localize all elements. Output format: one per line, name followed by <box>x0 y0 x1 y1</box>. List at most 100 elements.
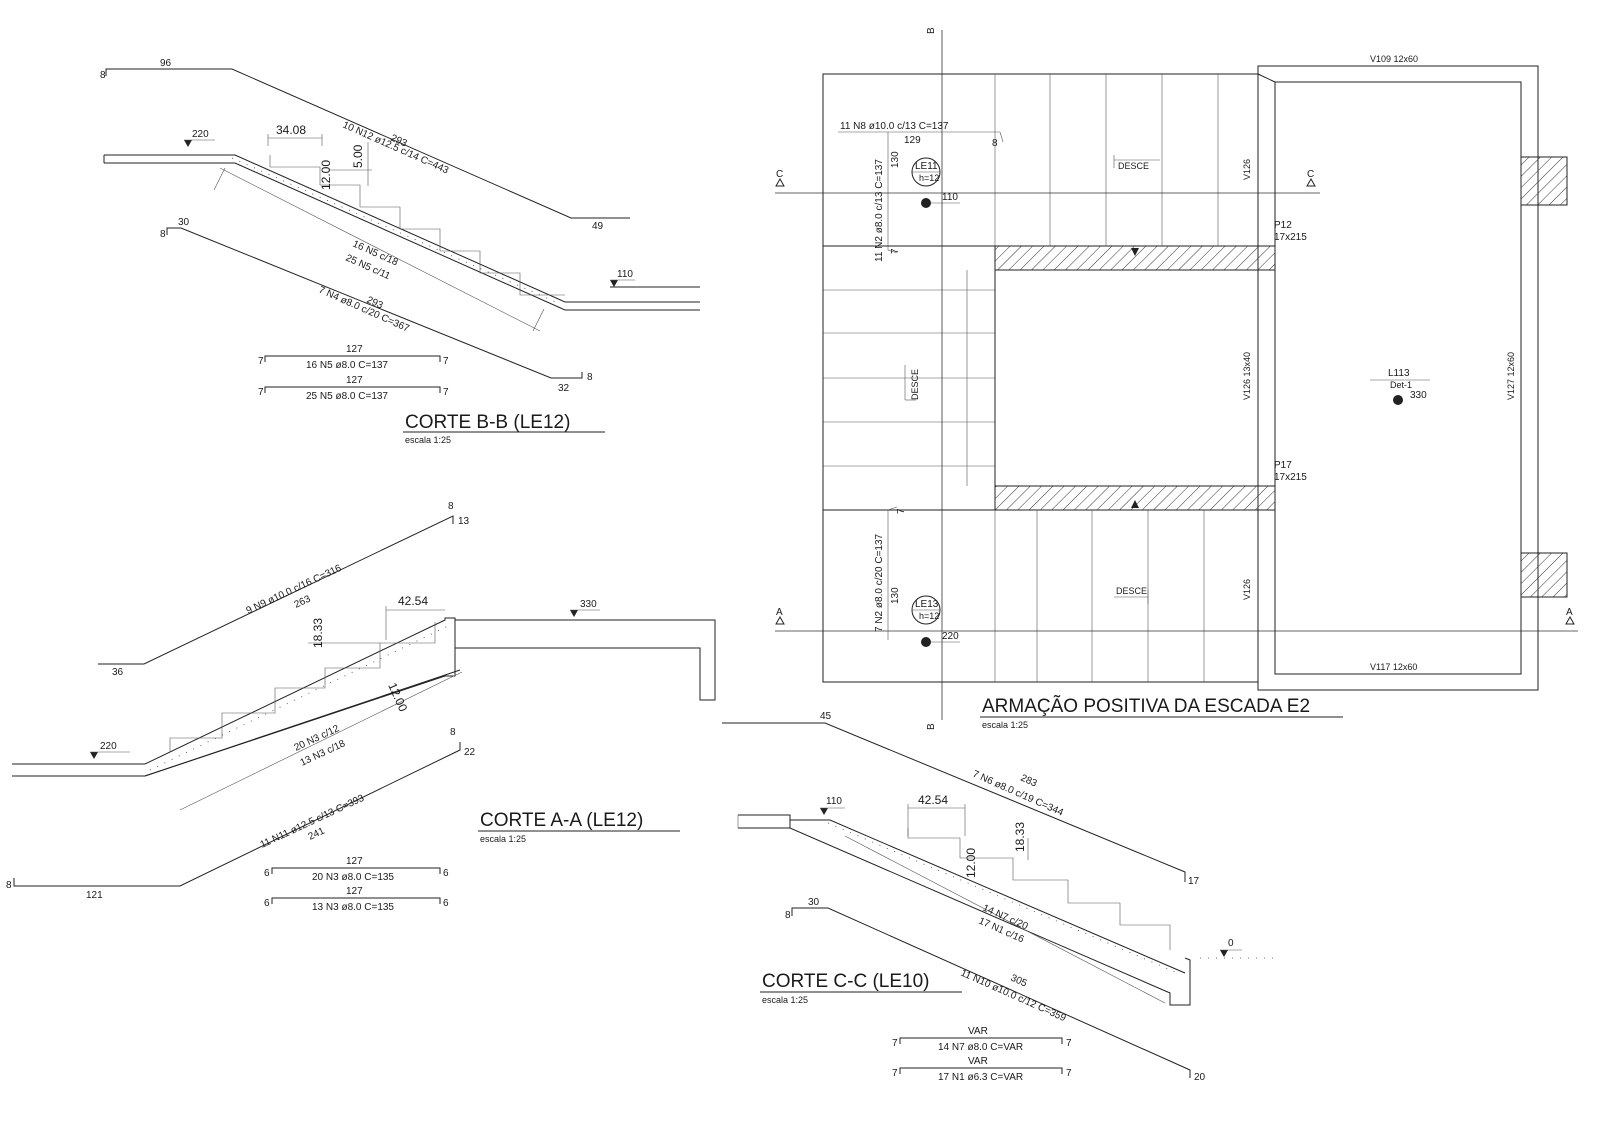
desce-left: DESCE <box>910 369 920 400</box>
cc-top-left-len: 45 <box>820 711 832 722</box>
rebar-n2-top-hook: 7 <box>890 248 901 254</box>
axis-b-top: B <box>926 27 937 34</box>
bb-scale: escala 1:25 <box>405 435 451 445</box>
bb-sched-1-hook-r: 7 <box>443 356 449 367</box>
bb-sched-1-hook-l: 7 <box>258 356 264 367</box>
aa-thick-dim: 12.00 <box>385 681 410 714</box>
bb-bot-bar-label: 7 N4 ø8.0 c/20 C=367 <box>317 285 412 335</box>
plan-title: ARMAÇÃO POSITIVA DA ESCADA E2 <box>982 695 1310 717</box>
beam-v117: V117 12x60 <box>1370 662 1417 672</box>
aa-level-right: 330 <box>580 599 597 610</box>
level-marker-icon <box>90 752 98 759</box>
bb-bot-left-len: 30 <box>178 217 190 228</box>
rebar-n2-bot-hook: 7 <box>896 508 907 514</box>
bb-top-right-len: 49 <box>592 221 604 232</box>
level-marker-icon <box>820 808 828 815</box>
cc-sched-1-hook-l: 7 <box>892 1038 898 1049</box>
le13-level: 220 <box>942 631 959 642</box>
bb-title: CORTE B-B (LE12) <box>405 412 570 433</box>
axis-a-right: A <box>1566 607 1573 618</box>
l113-level: 330 <box>1410 390 1427 401</box>
cc-step-dim: 42.54 <box>918 793 948 807</box>
aa-top-bottom-len: 36 <box>112 667 124 678</box>
cc-bot-right-len: 20 <box>1194 1072 1206 1083</box>
pillar-p17-size: 17x215 <box>1274 472 1307 483</box>
rebar-n2-bot-label: 7 N2 ø8.0 c/20 C=137 <box>874 533 885 632</box>
axis-c-right: C <box>1307 169 1314 180</box>
cc-sched-1-len: VAR <box>968 1026 988 1037</box>
aa-scale: escala 1:25 <box>480 834 526 844</box>
cc-sched-1-hook-r: 7 <box>1066 1038 1072 1049</box>
section-bb: 8 96 49 10 N12 ø12.5 c/14 C=443 293 34.0… <box>100 58 700 445</box>
cc-sched-1-label: 14 N7 ø8.0 C=VAR <box>938 1042 1023 1053</box>
aa-bot-left-hook: 8 <box>6 880 12 891</box>
cc-sched-2-label: 17 N1 ø6.3 C=VAR <box>938 1072 1023 1083</box>
beam-v126-bot: V126 <box>1242 579 1252 600</box>
level-marker-icon <box>1220 950 1228 957</box>
bb-thick-dim: 12.00 <box>319 160 333 190</box>
cc-title: CORTE C-C (LE10) <box>762 971 930 992</box>
aa-sched-2-hook-r: 6 <box>443 898 449 909</box>
rebar-n8-len: 129 <box>904 135 921 146</box>
beam-v126-top: V126 <box>1242 159 1252 180</box>
bb-level-bottom: 110 <box>617 269 633 280</box>
section-cc: 45 17 7 N6 ø8.0 c/19 C=344 283 42.54 18.… <box>722 711 1280 1083</box>
cc-top-bar-label: 7 N6 ø8.0 c/19 C=344 <box>971 769 1066 819</box>
aa-level-left: 220 <box>100 741 117 752</box>
aa-top-hook: 8 <box>448 501 454 512</box>
cc-scale: escala 1:25 <box>762 995 808 1005</box>
aa-title: CORTE A-A (LE12) <box>480 810 643 831</box>
beam-v109: V109 12x60 <box>1370 54 1418 64</box>
rebar-n8-label: 11 N8 ø10.0 c/13 C=137 <box>840 121 949 132</box>
aa-step-dim: 42.54 <box>398 594 428 608</box>
aa-bot-hook-top: 8 <box>450 727 456 738</box>
bb-sched-2-hook-l: 7 <box>258 387 264 398</box>
bb-sched-2-hook-r: 7 <box>443 387 449 398</box>
aa-sched-1-len: 127 <box>346 856 363 867</box>
level-marker-icon <box>610 280 618 287</box>
le11-level: 110 <box>942 192 958 203</box>
bb-level-top: 220 <box>192 129 209 140</box>
aa-sched-2-hook-l: 6 <box>264 898 270 909</box>
bb-step-dim: 34.08 <box>276 123 306 137</box>
aa-sched-1-label: 20 N3 ø8.0 C=135 <box>312 872 394 883</box>
l113-name: L113 <box>1388 368 1410 379</box>
desce-top: DESCE <box>1118 161 1149 171</box>
cc-rise-dim: 18.33 <box>1013 822 1027 852</box>
cc-bot-left-len: 30 <box>808 897 820 908</box>
rebar-n8-hook: 8 <box>992 138 998 149</box>
rebar-n2-bot-len: 130 <box>890 587 901 604</box>
aa-top-bar-label: 9 N9 ø10.0 c/16 C=316 <box>245 563 344 617</box>
level-point-icon <box>921 637 931 647</box>
l113-det: Det-1 <box>1390 380 1412 390</box>
cc-sched-2-hook-r: 7 <box>1066 1068 1072 1079</box>
plan-scale: escala 1:25 <box>982 720 1028 730</box>
le13-name: LE13 <box>915 599 939 610</box>
axis-c-left: C <box>776 169 783 180</box>
level-point-icon <box>1393 395 1403 405</box>
rebar-n2-top-label: 11 N2 ø8.0 c/13 C=137 <box>874 159 885 262</box>
bb-sched-1-len: 127 <box>346 344 363 355</box>
cc-top-right-len: 17 <box>1188 876 1200 887</box>
aa-sched-1-hook-l: 6 <box>264 868 270 879</box>
bb-bot-hook: 8 <box>160 229 166 240</box>
beam-v127: V127 12x60 <box>1506 352 1516 400</box>
bb-top-hook: 8 <box>100 70 106 81</box>
aa-sched-2-label: 13 N3 ø8.0 C=135 <box>312 902 394 913</box>
aa-rise-dim: 18.33 <box>311 618 325 648</box>
le11-h: h=12 <box>919 173 939 183</box>
level-marker-icon <box>184 140 192 147</box>
bb-bot-right-len: 32 <box>558 383 570 394</box>
aa-sched-1-hook-r: 6 <box>443 868 449 879</box>
axis-a-left: A <box>776 607 783 618</box>
cc-bot-bar-len: 305 <box>1009 973 1029 990</box>
rebar-n2-top-len: 130 <box>890 151 901 168</box>
pillar-p17-name: P17 <box>1274 460 1292 471</box>
bb-rise-dim: 5.00 <box>351 144 365 168</box>
cc-level-top: 110 <box>826 796 842 807</box>
le11-name: LE11 <box>915 161 938 172</box>
bb-sched-2-len: 127 <box>346 375 363 386</box>
section-aa: 8 13 36 9 N9 ø10.0 c/16 C=316 263 42.54 … <box>6 501 716 913</box>
axis-b-bottom: B <box>926 723 937 730</box>
